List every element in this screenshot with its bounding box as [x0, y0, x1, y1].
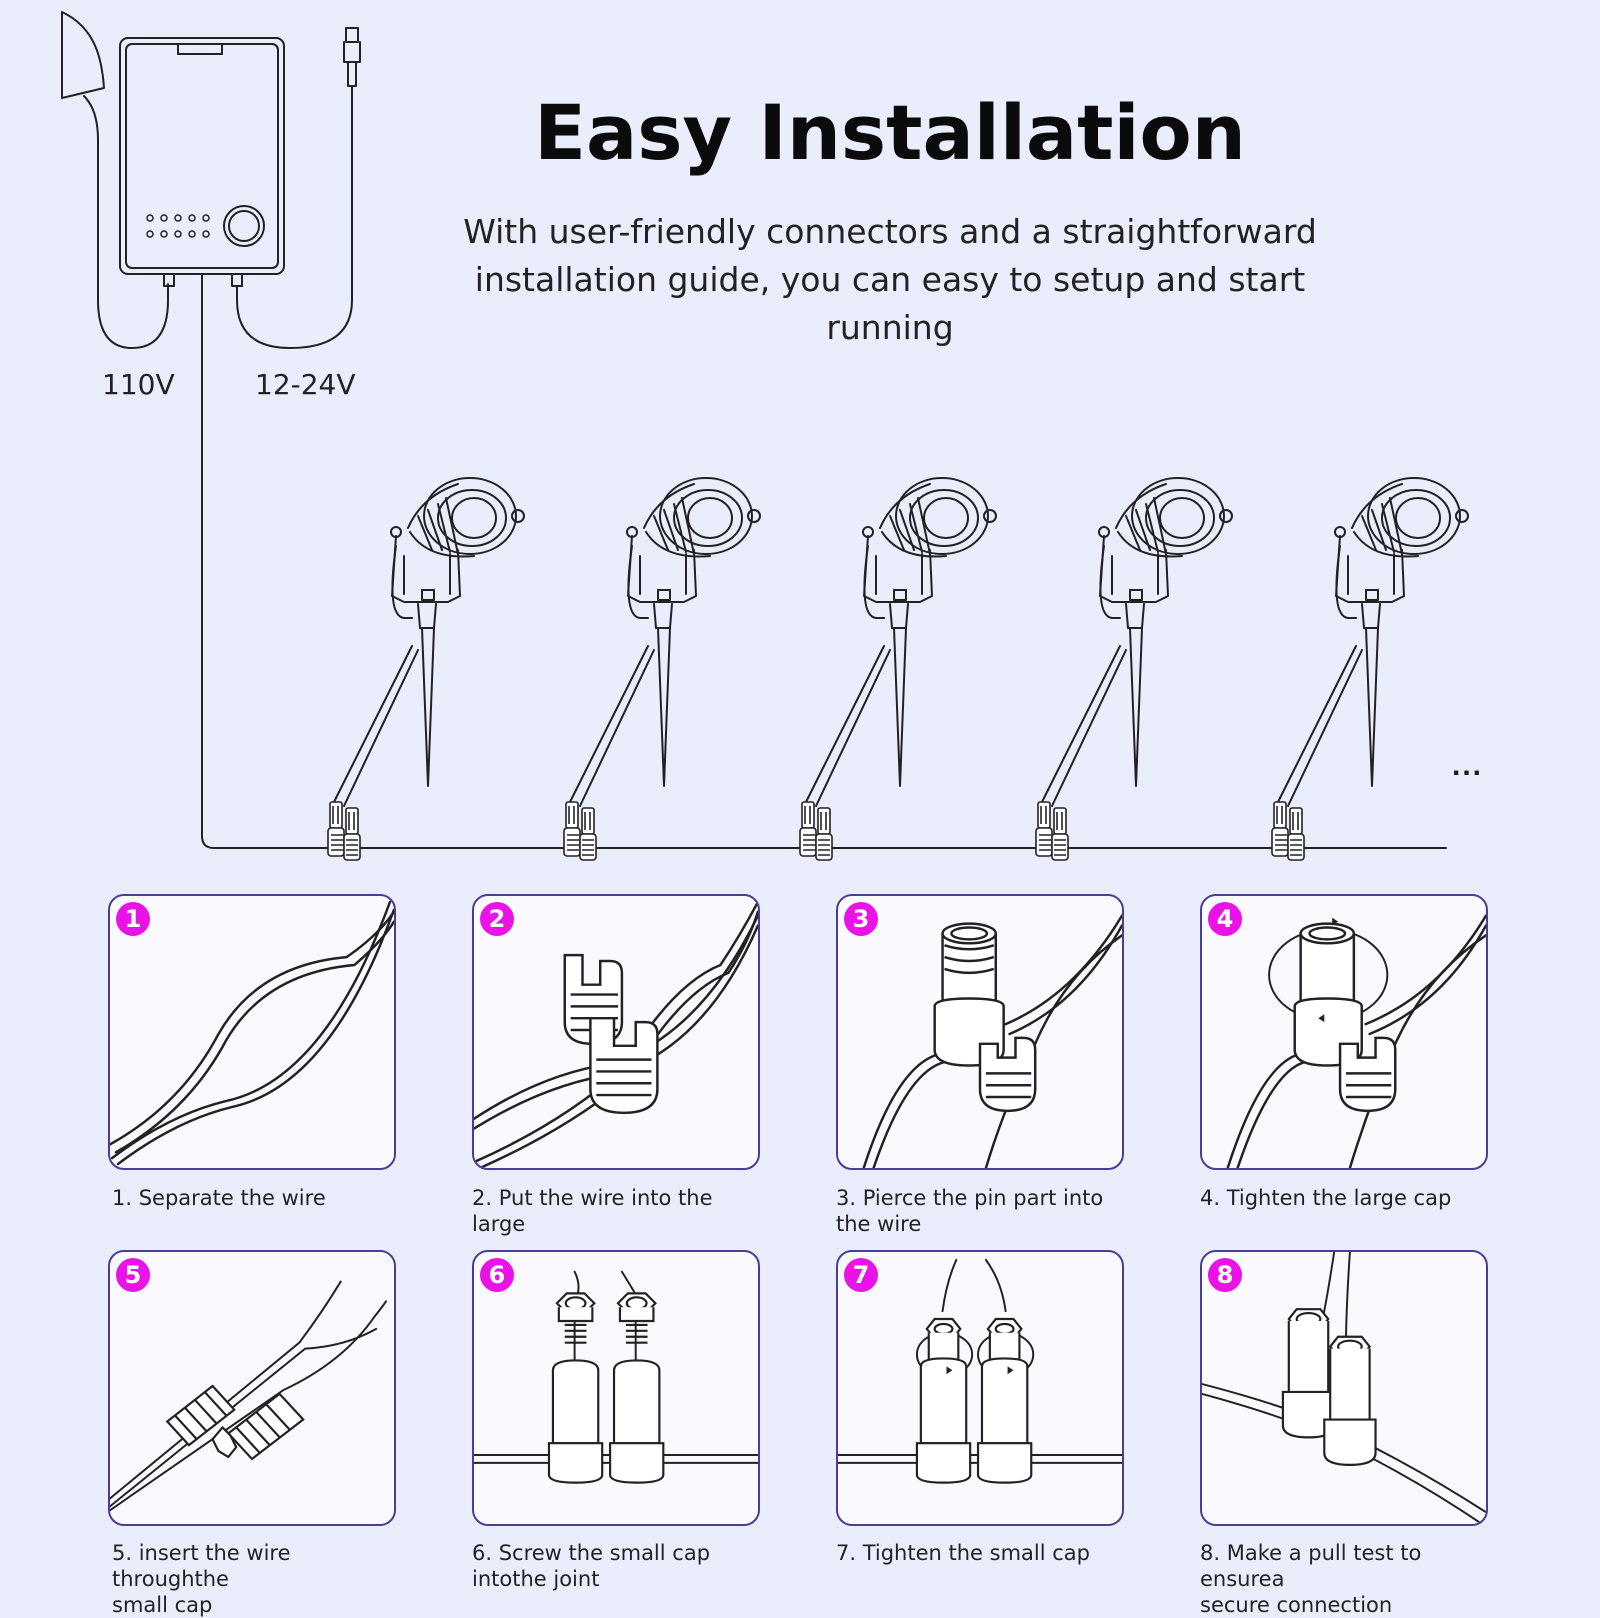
step-badge: 6 — [480, 1258, 514, 1292]
tighten-small-cap-illustration — [838, 1258, 1122, 1484]
spotlight-1 — [331, 477, 525, 807]
step-6-caption: 6. Screw the small cap intothe joint — [472, 1541, 711, 1591]
step-7-caption: 7. Tighten the small cap — [836, 1541, 1090, 1565]
spotlight-2 — [567, 477, 761, 807]
step-2-panel: 2 — [472, 894, 760, 1170]
step-badge: 8 — [1208, 1258, 1242, 1292]
transformer-box — [119, 37, 1447, 849]
step-2-caption: 2. Put the wire into the large — [472, 1186, 713, 1236]
step-badge: 3 — [844, 902, 878, 936]
step-6-panel: 6 — [472, 1250, 760, 1526]
connector-2 — [563, 801, 597, 861]
step-1-caption: 1. Separate the wire — [112, 1186, 326, 1210]
step-3-caption: 3. Pierce the pin part into the wire — [836, 1186, 1104, 1236]
wall-plug-icon — [61, 11, 169, 349]
step-badge: 2 — [480, 902, 514, 936]
separate-wire-illustration — [110, 900, 394, 1166]
pierce-pin-illustration — [862, 914, 1122, 1168]
spotlight-3 — [803, 477, 997, 807]
step-7-panel: 7 — [836, 1250, 1124, 1526]
output-voltage-label: 12-24V — [255, 368, 356, 401]
output-plug-icon — [343, 27, 361, 99]
page-title: Easy Installation — [534, 88, 1246, 177]
step-5-panel: 5 — [108, 1250, 396, 1526]
connector-5 — [1271, 801, 1305, 861]
insert-wire-illustration — [474, 900, 758, 1168]
step-8-caption: 8. Make a pull test to ensurea secure co… — [1200, 1541, 1422, 1617]
insert-wire-small-cap-illustration — [110, 1280, 388, 1512]
page-subtitle: With user-friendly connectors and a stra… — [463, 212, 1317, 347]
connector-3 — [799, 801, 833, 861]
step-3-panel: 3 — [836, 894, 1124, 1170]
tighten-large-cap-illustration — [1226, 914, 1486, 1168]
spotlight-5 — [1275, 477, 1469, 807]
step-badge: 4 — [1208, 902, 1242, 936]
more-lights-indicator: ... — [1452, 749, 1484, 782]
step-badge: 7 — [844, 1258, 878, 1292]
screw-small-cap-illustration — [474, 1270, 758, 1484]
input-voltage-label: 110V — [102, 368, 175, 401]
connector-4 — [1035, 801, 1069, 861]
step-4-panel: 4 — [1200, 894, 1488, 1170]
spotlight-4 — [1039, 477, 1233, 807]
step-badge: 1 — [116, 902, 150, 936]
step-8-panel: 8 — [1200, 1250, 1488, 1526]
step-1-panel: 1 — [108, 894, 396, 1170]
step-4-caption: 4. Tighten the large cap — [1200, 1186, 1452, 1210]
step-5-caption: 5. insert the wire throughthe small cap — [112, 1541, 291, 1617]
pull-test-illustration — [1202, 1252, 1486, 1524]
step-badge: 5 — [116, 1258, 150, 1292]
connector-1 — [327, 801, 361, 861]
